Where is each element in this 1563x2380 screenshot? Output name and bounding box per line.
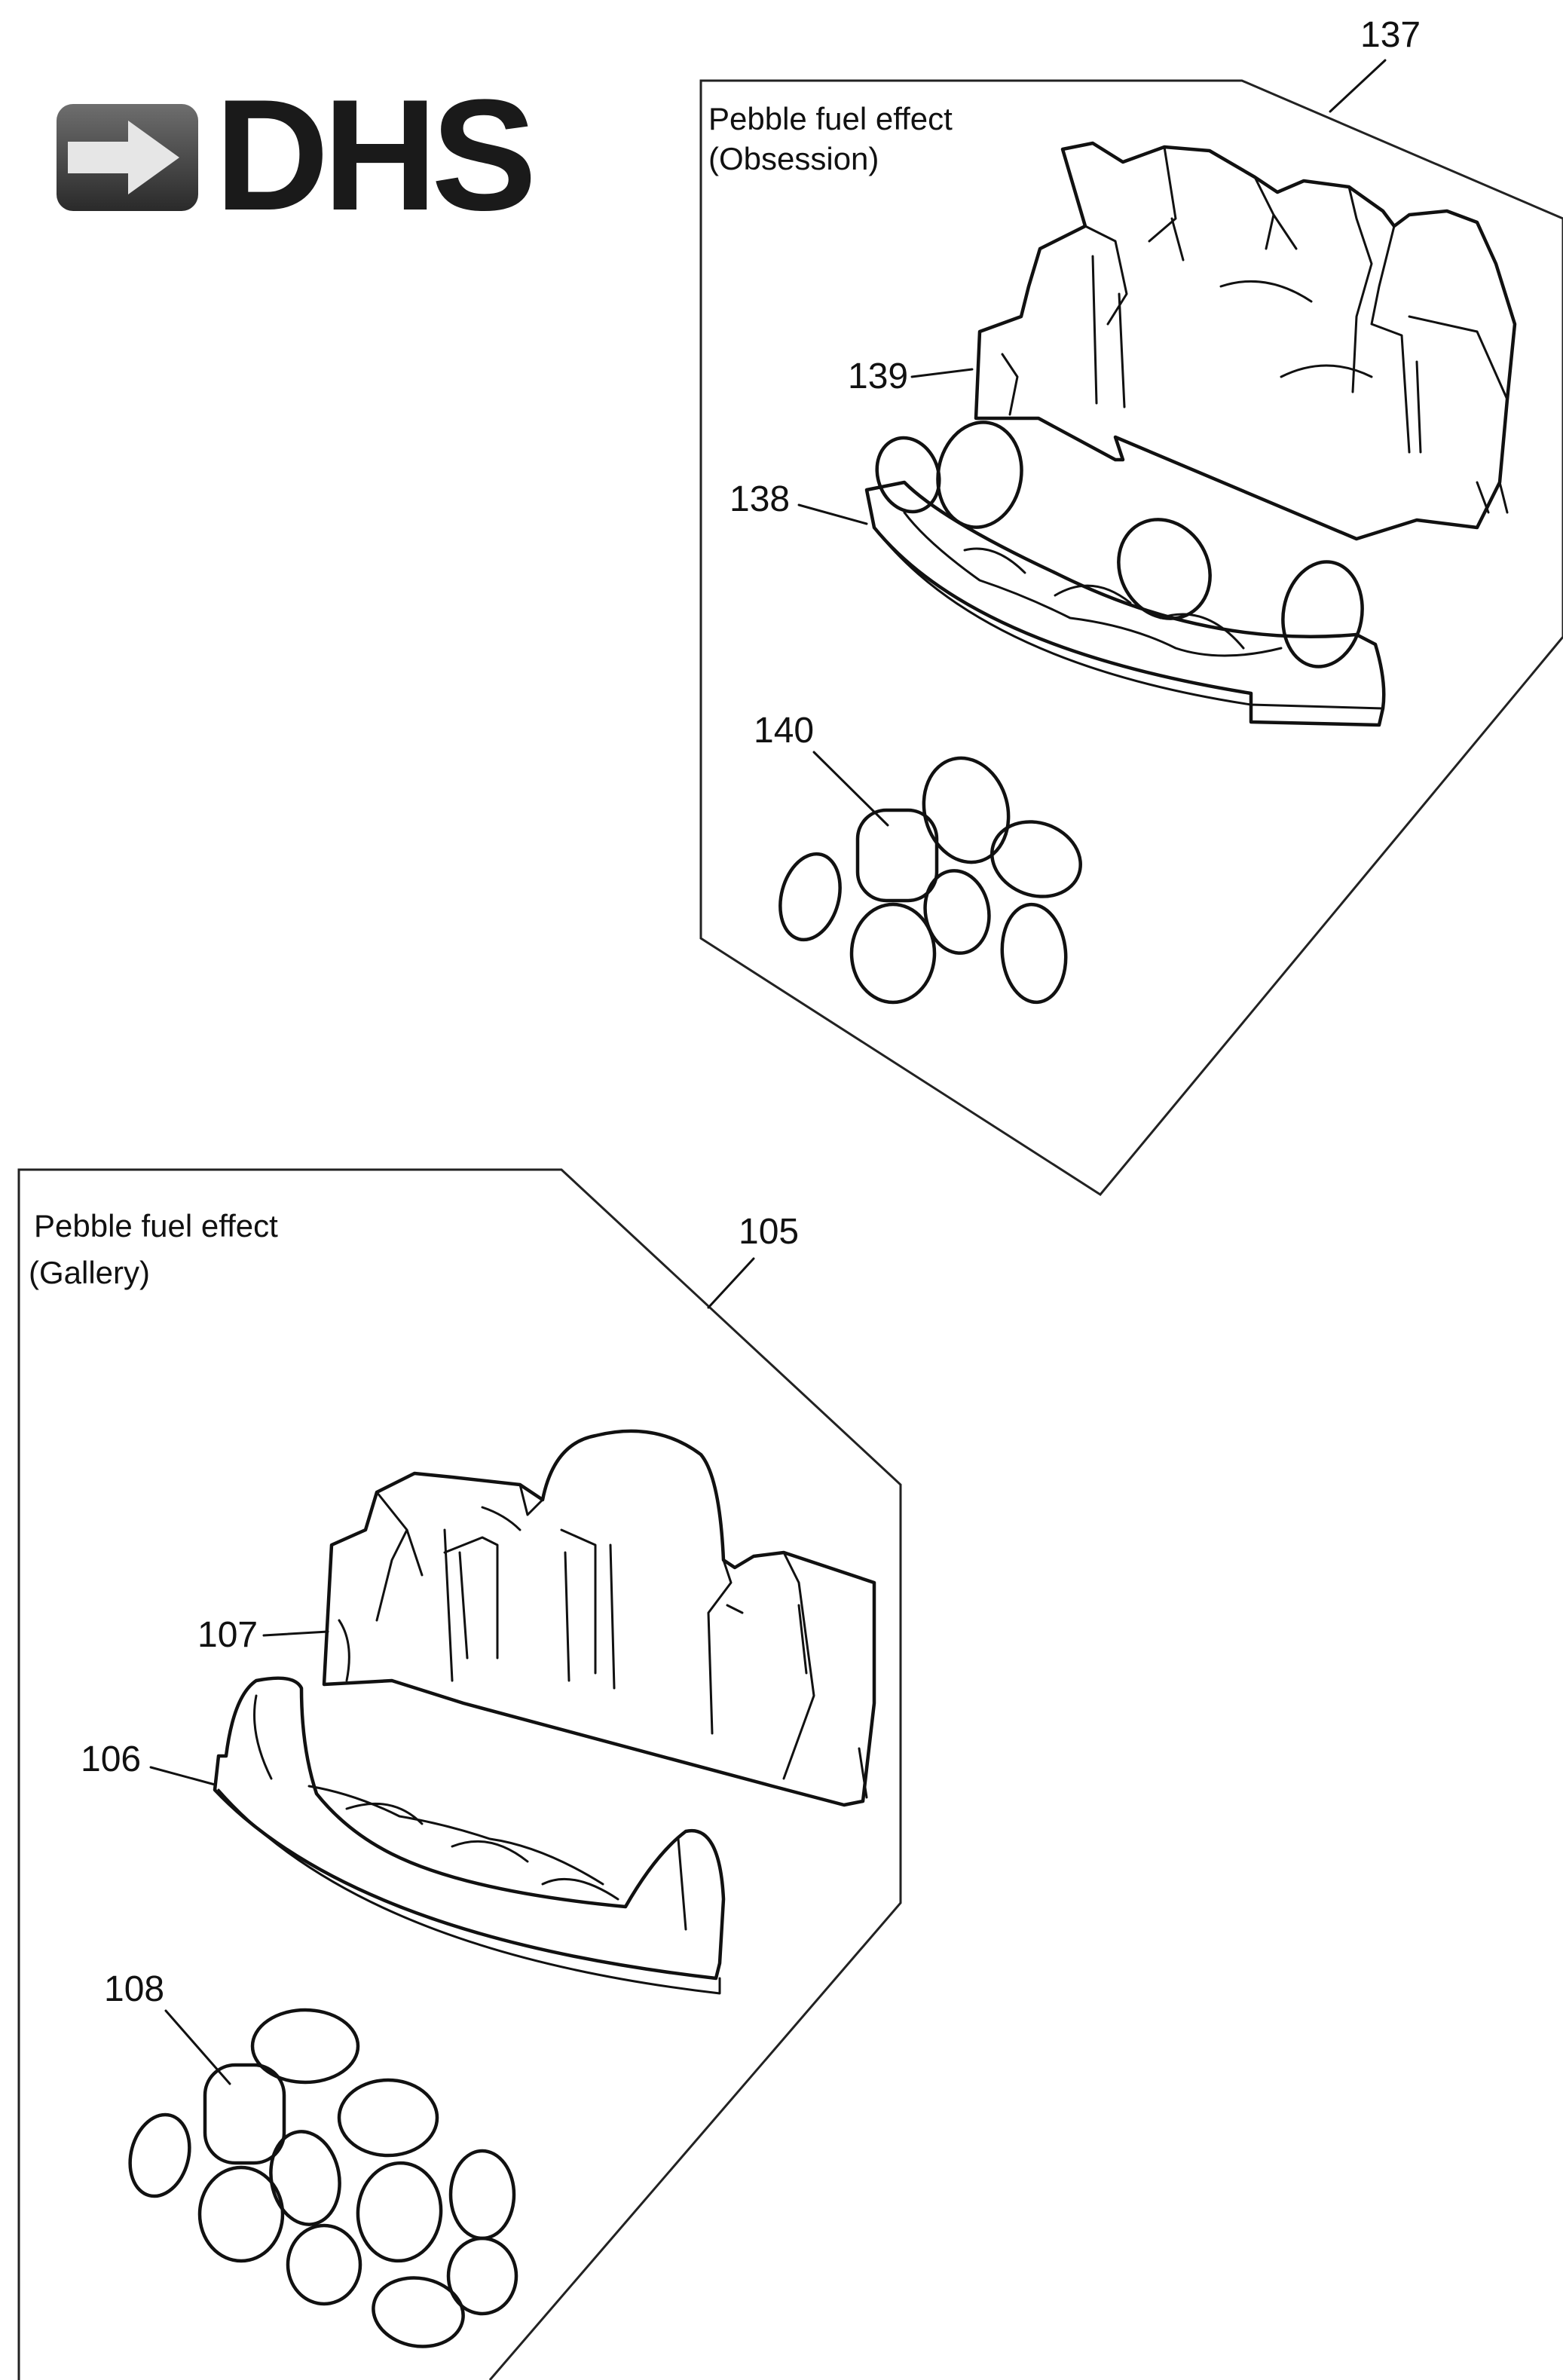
ref-number-105: 105 (739, 1212, 799, 1252)
leader-140 (812, 751, 889, 827)
leader-106 (149, 1766, 216, 1786)
ref-number-138: 138 (730, 479, 790, 519)
leader-139 (910, 368, 974, 378)
panel-gallery-title-1: Pebble fuel effect (34, 1208, 278, 1244)
logo-text: DHS (215, 66, 531, 243)
ref-number-106: 106 (81, 1739, 141, 1779)
ref-number-107: 107 (197, 1615, 258, 1655)
arrow-right-icon (68, 121, 179, 194)
dhs-logo: DHS (57, 66, 537, 243)
panel-obsession-title-1: Pebble fuel effect (708, 101, 953, 136)
panel-gallery: Pebble fuel effect (Gallery) 105 (17, 1168, 902, 2380)
loose-pebbles-140 (778, 756, 1082, 1005)
panel-gallery-frame (17, 1168, 902, 2380)
ref-number-140: 140 (754, 711, 814, 751)
leader-108 (164, 2009, 231, 2085)
tray-pebbles (875, 421, 1364, 668)
back-log-piece-107 (322, 1429, 876, 1807)
panel-gallery-title-2: (Gallery) (29, 1255, 150, 1290)
leader-105 (707, 1257, 755, 1309)
ref-number-139: 139 (848, 356, 908, 396)
panel-obsession-title-2: (Obsession) (708, 141, 879, 176)
loose-pebbles-108 (128, 2008, 518, 2348)
panel-obsession-frame (699, 79, 1563, 1196)
back-log-piece-139 (974, 141, 1517, 541)
leader-137 (1329, 59, 1387, 113)
leader-138 (797, 503, 868, 525)
leader-107 (262, 1630, 329, 1637)
ref-number-108: 108 (104, 1969, 164, 2009)
tray-piece-138 (864, 480, 1386, 727)
panel-obsession: Pebble fuel effect (Obsession) 137 (699, 15, 1563, 1196)
tray-piece-106 (213, 1676, 726, 1995)
ref-number-137: 137 (1360, 15, 1421, 55)
